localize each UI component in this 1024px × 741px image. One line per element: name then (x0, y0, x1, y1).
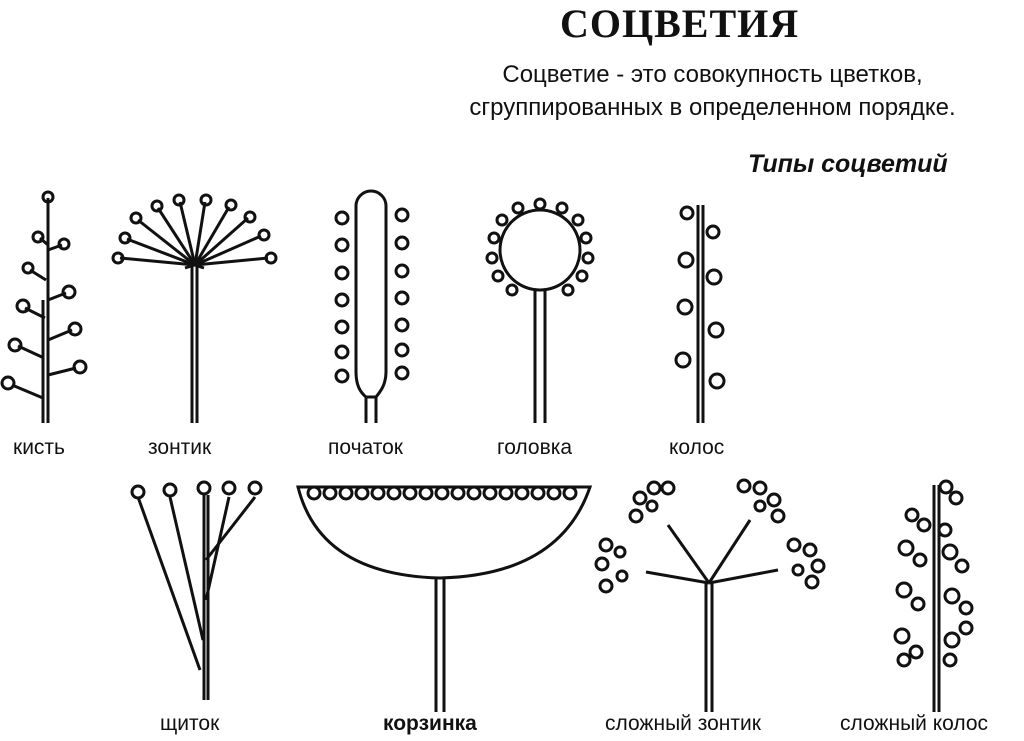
label-spadix: початок (328, 436, 403, 460)
corymb-diagram (132, 482, 261, 700)
compound-spike-diagram (895, 481, 972, 712)
umbel-diagram (113, 195, 276, 423)
label-umbel: зонтик (148, 436, 211, 460)
label-compound-umbel: сложный зонтик (605, 712, 761, 736)
spadix-diagram (336, 191, 408, 423)
label-corymb: щиток (160, 712, 219, 736)
label-compound-spike: сложный колос (840, 712, 988, 736)
label-capitulum: корзинка (383, 712, 477, 736)
label-raceme: кисть (13, 436, 65, 460)
spike-diagram (676, 205, 724, 423)
label-spike: колос (669, 436, 724, 460)
capitulum-diagram (298, 487, 590, 712)
label-head: головка (497, 436, 572, 460)
raceme-diagram (2, 192, 86, 423)
head-diagram (487, 199, 593, 423)
compound-umbel-diagram (596, 480, 824, 712)
